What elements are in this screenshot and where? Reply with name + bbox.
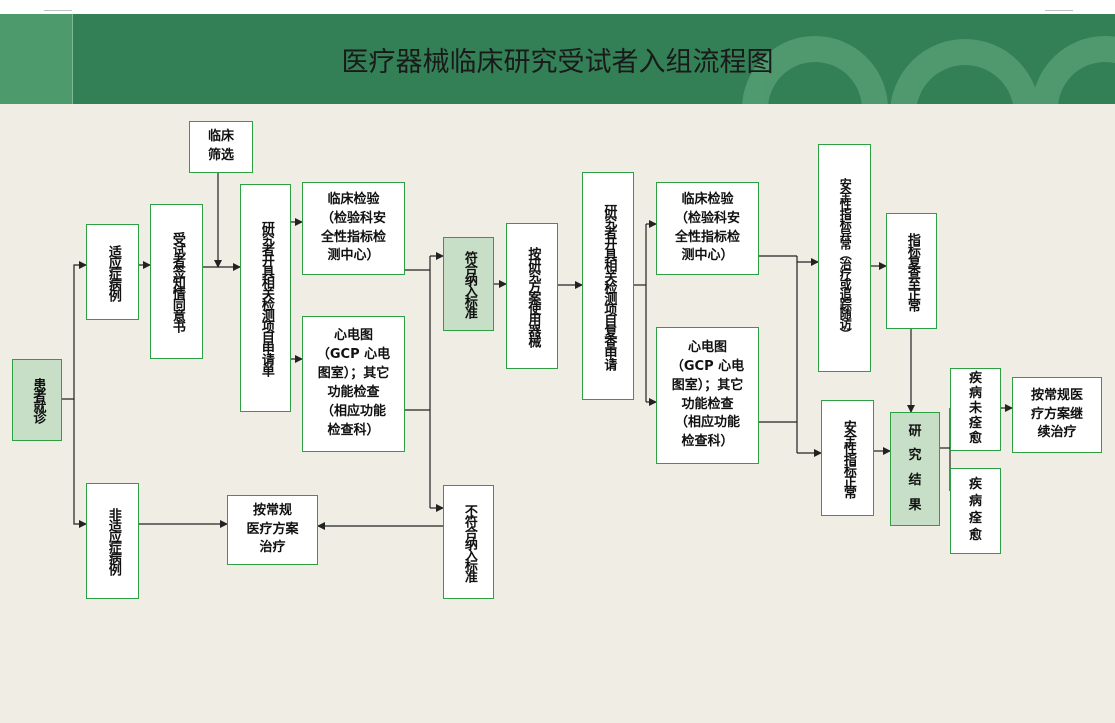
header-accent-block — [0, 14, 73, 104]
flowchart-slide: 医疗器械临床研究受试者入组流程图 — [0, 14, 1115, 723]
routine-treatment-box: 按常规 医疗方案 治疗 — [227, 495, 318, 565]
page-corner-mark-right — [1045, 0, 1073, 11]
not-meets-criteria-label: 不符合纳入标准 — [461, 503, 477, 581]
lab-test-box-2: 临床检验 （检验科安 全性指标检 测中心） — [656, 182, 759, 275]
flow-arrows — [62, 172, 1013, 530]
continue-routine-label: 按常规医 疗方案继 续治疗 — [1030, 387, 1083, 441]
disease-cured-label: 疾 病 痊 愈 — [968, 477, 982, 543]
continue-routine-box: 按常规医 疗方案继 续治疗 — [1012, 377, 1102, 453]
routine-treatment-label: 按常规 医疗方案 治疗 — [246, 502, 299, 556]
ecg-box-1: 心电图 （GCP 心电 图室）；其它 功能检查 （相应功能 检查科） — [302, 316, 405, 452]
safety-abnormal-label: 安全性指标异常（治疗或追踪随访） — [838, 178, 853, 338]
disease-cured-box: 疾 病 痊 愈 — [950, 468, 1001, 554]
lab-test-label-2: 临床检验 （检验科安 全性指标检 测中心） — [674, 191, 740, 264]
non-indicated-cases-box: 非适应症病例 — [86, 483, 139, 599]
header-decoration — [742, 36, 1115, 104]
researcher-apply-tests-box: 研究者开具相关检测项目申请单 — [240, 184, 291, 412]
not-meets-criteria-box: 不符合纳入标准 — [443, 485, 494, 599]
researcher-review-apply-box: 研究者开具相关检测项目复查申请 — [582, 172, 634, 400]
ecg-label-2: 心电图 （GCP 心电 图室）；其它 功能检查 （相应功能 检查科） — [670, 339, 745, 450]
screening-label: 临床 筛选 — [207, 129, 234, 163]
safety-normal-label: 安全性指标正常 — [840, 419, 856, 497]
informed-consent-box: 受试者签知情同意书 — [150, 204, 203, 359]
indicated-cases-label: 适应症病例 — [105, 244, 121, 300]
indicator-recheck-normal-box: 指标复查至正常 — [886, 213, 937, 329]
indicator-recheck-normal-label: 指标复查至正常 — [904, 232, 920, 310]
researcher-apply-tests-label: 研究者开具相关检测项目申请单 — [258, 221, 274, 375]
study-result-box: 研 究 结 果 — [890, 412, 940, 526]
lab-test-label-1: 临床检验 （检验科安 全性指标检 测中心） — [320, 191, 386, 264]
informed-consent-label: 受试者签知情同意书 — [169, 232, 185, 331]
use-device-label: 按研究方案使用器械 — [525, 246, 541, 346]
disease-not-cured-box: 疾 病 未 痊 愈 — [950, 368, 1001, 451]
use-device-box: 按研究方案使用器械 — [506, 223, 558, 369]
meets-criteria-label: 符合纳入标准 — [461, 251, 477, 317]
safety-abnormal-box: 安全性指标异常（治疗或追踪随访） — [818, 144, 871, 372]
ecg-box-2: 心电图 （GCP 心电 图室）；其它 功能检查 （相应功能 检查科） — [656, 327, 759, 464]
patient-visit-box: 患者就诊 — [12, 359, 62, 441]
safety-normal-box: 安全性指标正常 — [821, 400, 874, 516]
indicated-cases-box: 适应症病例 — [86, 224, 139, 320]
ecg-label-1: 心电图 （GCP 心电 图室）；其它 功能检查 （相应功能 检查科） — [316, 328, 391, 438]
header-band: 医疗器械临床研究受试者入组流程图 — [0, 14, 1115, 104]
study-result-label: 研 究 结 果 — [908, 423, 922, 513]
lab-test-box-1: 临床检验 （检验科安 全性指标检 测中心） — [302, 182, 405, 275]
page-title: 医疗器械临床研究受试者入组流程图 — [341, 47, 774, 78]
screening-box: 临床 筛选 — [189, 121, 253, 173]
meets-criteria-box: 符合纳入标准 — [443, 237, 494, 331]
page-corner-mark-left — [44, 0, 72, 11]
non-indicated-cases-label: 非适应症病例 — [105, 508, 121, 574]
patient-visit-label: 患者就诊 — [30, 378, 46, 422]
researcher-review-apply-label: 研究者开具相关检测项目复查申请 — [601, 203, 617, 369]
disease-not-cured-label: 疾 病 未 痊 愈 — [968, 371, 982, 446]
